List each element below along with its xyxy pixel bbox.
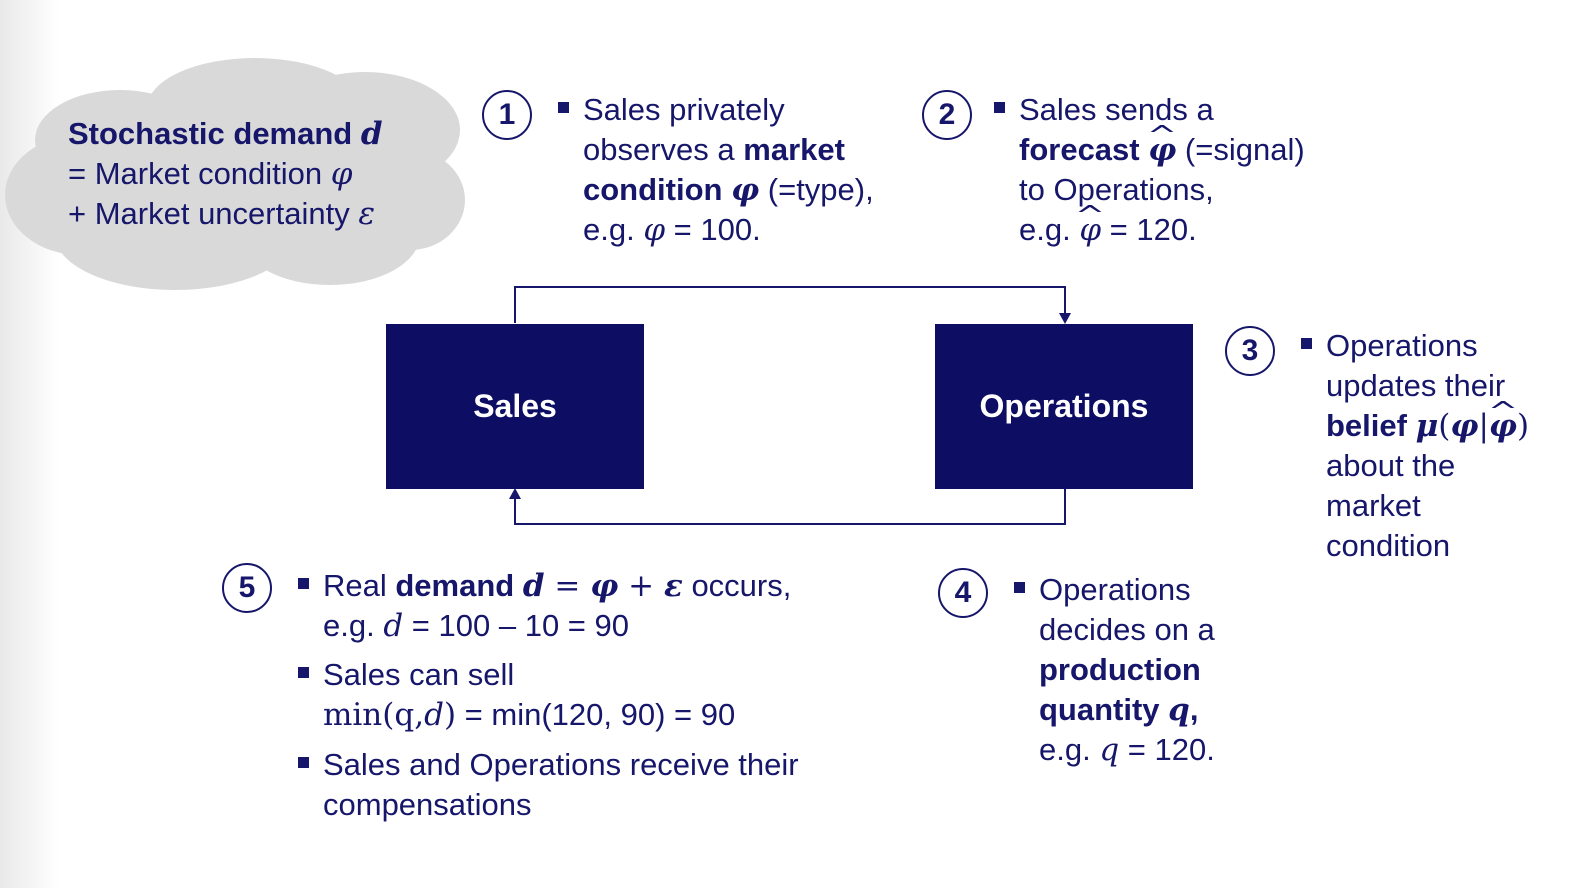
operations-label: Operations <box>979 388 1149 424</box>
step-5-compensation-text: Sales and Operations receive their compe… <box>323 747 799 822</box>
step-2-badge: 2 <box>922 90 972 140</box>
sales-box: Sales <box>386 324 644 489</box>
step-3-bullet <box>1301 338 1312 349</box>
connector-operations-to-sales <box>514 489 1066 525</box>
cloud-line-market-condition: = Market condition φ <box>68 156 353 192</box>
step-3-badge: 3 <box>1225 326 1275 376</box>
connector-sales-to-operations <box>514 286 1066 323</box>
step-5-bullet-demand <box>298 578 309 589</box>
step-3-text: Operations updates their belief μ(φ|φ) a… <box>1326 326 1529 566</box>
step-1-badge: 1 <box>482 90 532 140</box>
step-5-badge: 5 <box>222 563 272 613</box>
step-4-text: Operations decides on a production quant… <box>1039 572 1215 768</box>
step-1-bullet <box>558 102 569 113</box>
step-2-text: Sales sends a forecast φ (=signal) to Op… <box>1019 90 1305 250</box>
arrowhead-into-operations <box>1059 313 1071 324</box>
step-5-bullet-compensation <box>298 757 309 768</box>
step-4-badge: 4 <box>938 568 988 618</box>
step-5-sell-text: Sales can sell min(q,d) = min(120, 90) =… <box>323 657 736 733</box>
operations-box: Operations <box>935 324 1193 489</box>
cloud-line-market-uncertainty: + Market uncertainty ε <box>68 196 375 232</box>
step-5-bullet-sell <box>298 667 309 678</box>
arrowhead-into-sales <box>509 488 521 499</box>
step-5-demand-text: Real demand d = φ + ε occurs, e.g. d = 1… <box>323 568 792 644</box>
step-2-bullet <box>994 102 1005 113</box>
step-1-text: Sales privately observes a market condit… <box>583 92 874 248</box>
sales-label: Sales <box>473 388 557 424</box>
cloud-shape <box>5 58 465 290</box>
step-4-bullet <box>1014 582 1025 593</box>
cloud-line-stochastic-demand: Stochastic demand d <box>68 116 383 152</box>
